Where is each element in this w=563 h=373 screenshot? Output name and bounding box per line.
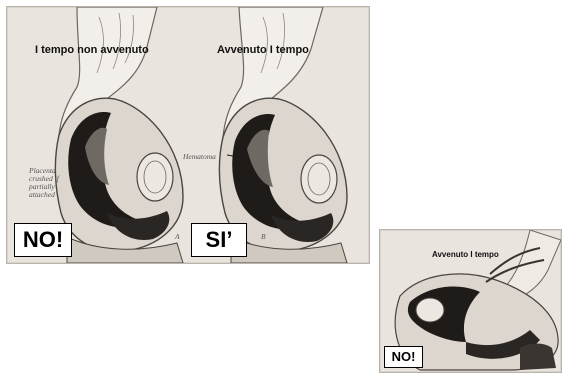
main-slide-panel: Placenta crushed if partially attached A… bbox=[6, 6, 370, 264]
figure-letter-a: A bbox=[175, 233, 180, 241]
no-stamp-small: NO! bbox=[384, 346, 423, 368]
annotation-line: attached bbox=[29, 191, 59, 199]
yes-stamp: SI’ bbox=[191, 223, 247, 257]
figure-letter-b: B bbox=[261, 233, 266, 241]
placenta-annotation: Placenta crushed if partially attached bbox=[29, 167, 59, 199]
caption-occurred: Avvenuto I tempo bbox=[217, 44, 309, 56]
secondary-slide-panel: Avvenuto I tempo NO! bbox=[379, 229, 562, 373]
no-stamp: NO! bbox=[14, 223, 72, 257]
caption-not-occurred: I tempo non avvenuto bbox=[35, 44, 149, 56]
hematoma-annotation: Hematoma bbox=[183, 153, 216, 161]
caption-occurred-small: Avvenuto I tempo bbox=[432, 250, 499, 259]
